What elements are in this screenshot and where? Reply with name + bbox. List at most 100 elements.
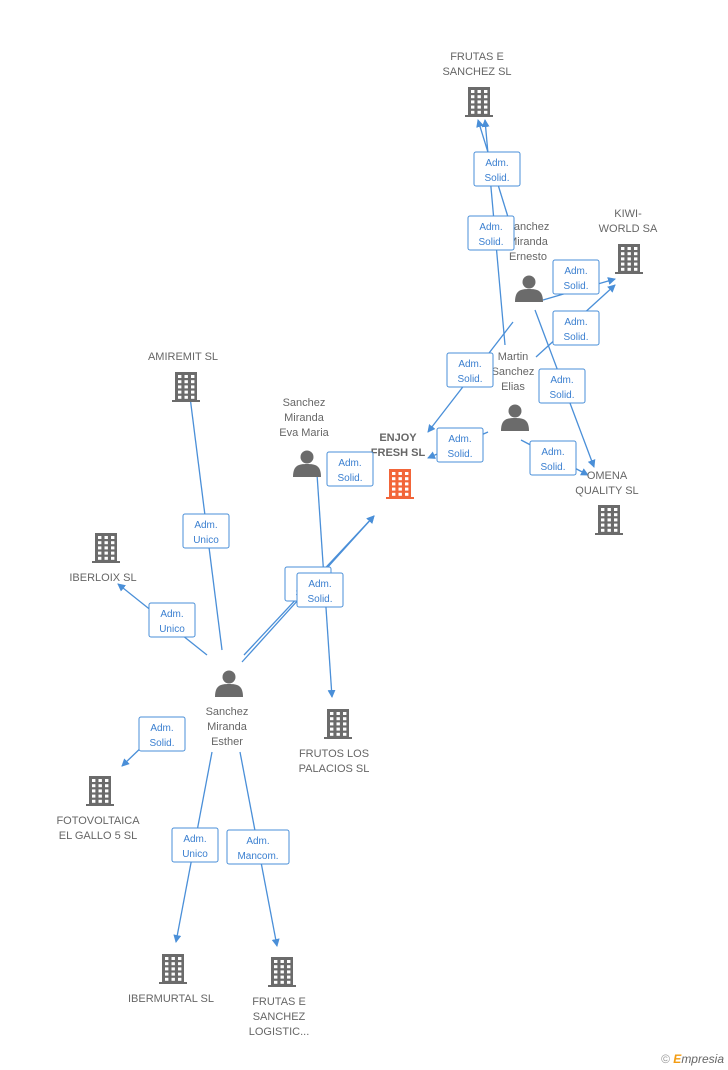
building-icon bbox=[268, 957, 296, 987]
role-label-text: Adm. bbox=[338, 458, 361, 469]
node-label: Sanchez bbox=[507, 221, 550, 233]
node-label: KIWI- bbox=[614, 208, 642, 220]
brand-footer: © Empresia bbox=[661, 1052, 724, 1066]
role-label-text: Adm. bbox=[308, 579, 331, 590]
role-label-text: Solid. bbox=[149, 738, 174, 749]
node-label: FRUTOS LOS bbox=[299, 748, 369, 760]
role-label-box[interactable]: Adm. Solid. bbox=[538, 368, 586, 404]
role-label-text: Solid. bbox=[307, 594, 332, 605]
node-label: Sanchez bbox=[206, 706, 249, 718]
node-label: SANCHEZ bbox=[253, 1011, 306, 1023]
node-label: OMENA bbox=[587, 470, 628, 482]
role-label-box[interactable]: Adm. Solid. bbox=[552, 259, 600, 295]
node-label: Miranda bbox=[284, 412, 325, 424]
role-label-box[interactable]: Adm. Solid. bbox=[446, 352, 494, 388]
role-label-text: Solid. bbox=[457, 374, 482, 385]
node-label: LOGISTIC... bbox=[249, 1026, 310, 1038]
person-icon bbox=[293, 450, 321, 477]
role-label-box[interactable]: Adm.Unico bbox=[148, 602, 196, 638]
copyright-symbol: © bbox=[661, 1052, 670, 1066]
person-icon bbox=[515, 275, 543, 302]
node-label: Ernesto bbox=[509, 251, 547, 263]
role-label-text: Solid. bbox=[337, 473, 362, 484]
role-label-box[interactable]: Adm.Solid. bbox=[552, 310, 600, 346]
brand-logo-letter: E bbox=[673, 1052, 682, 1066]
node-label: IBERLOIX SL bbox=[69, 572, 136, 584]
role-label-box[interactable]: Adm. Solid. bbox=[436, 427, 484, 463]
role-label-text: Adm. bbox=[150, 723, 173, 734]
role-label-text: Adm. bbox=[564, 266, 587, 277]
node-label: Martin bbox=[498, 351, 529, 363]
node-label: ENJOY bbox=[379, 432, 417, 444]
role-label-box[interactable]: Adm. Solid. bbox=[326, 451, 374, 487]
role-label-box[interactable]: Adm. Solid. bbox=[473, 151, 521, 187]
node-label: Elias bbox=[501, 381, 525, 393]
node-omena[interactable]: OMENA QUALITY SL bbox=[575, 470, 639, 535]
node-label: FRESH SL bbox=[371, 447, 426, 459]
role-label-box[interactable]: Adm. Solid. bbox=[467, 215, 515, 251]
role-label-text: Adm. bbox=[550, 375, 573, 386]
role-label-box[interactable]: Adm.Unico bbox=[182, 513, 230, 549]
role-label-text: Adm. bbox=[194, 520, 217, 531]
node-label: Sanchez bbox=[283, 397, 326, 409]
building-icon bbox=[159, 954, 187, 984]
building-icon bbox=[324, 709, 352, 739]
person-icon bbox=[501, 404, 529, 431]
role-label-text: Solid. bbox=[549, 390, 574, 401]
role-label-text: Unico bbox=[159, 624, 185, 635]
node-label: Miranda bbox=[207, 721, 248, 733]
building-icon bbox=[595, 505, 623, 535]
node-frutos[interactable]: FRUTOS LOS PALACIOS SL bbox=[299, 709, 370, 775]
node-label: PALACIOS SL bbox=[299, 763, 370, 775]
building-icon bbox=[86, 776, 114, 806]
role-label-text: Solid. bbox=[478, 237, 503, 248]
node-label: QUALITY SL bbox=[575, 485, 638, 497]
role-label-text: Adm. bbox=[485, 158, 508, 169]
role-label-box[interactable]: Adm.Solid. bbox=[529, 440, 577, 476]
node-label: IBERMURTAL SL bbox=[128, 993, 214, 1005]
role-label-text: Solid. bbox=[563, 281, 588, 292]
node-enjoy[interactable]: ENJOY FRESH SL bbox=[371, 432, 426, 499]
node-amiremit[interactable]: AMIREMIT SL bbox=[148, 351, 218, 402]
role-label-text: Mancom. bbox=[237, 851, 278, 862]
building-icon bbox=[172, 372, 200, 402]
role-label-text: Adm. bbox=[479, 222, 502, 233]
person-icon bbox=[215, 670, 243, 697]
role-label-box[interactable]: Adm.Unico bbox=[171, 827, 219, 863]
node-label: Miranda bbox=[508, 236, 549, 248]
role-label-text: Unico bbox=[182, 849, 208, 860]
node-label: WORLD SA bbox=[599, 223, 658, 235]
role-label-text: Adm. bbox=[448, 434, 471, 445]
node-frutas-logistic[interactable]: FRUTAS E SANCHEZ LOGISTIC... bbox=[249, 957, 310, 1038]
role-label-text: Solid. bbox=[484, 173, 509, 184]
brand-name: mpresia bbox=[681, 1052, 724, 1066]
role-label-box[interactable]: Adm. Solid. bbox=[138, 716, 186, 752]
node-label: SANCHEZ SL bbox=[442, 66, 511, 78]
node-frutas-sanchez[interactable]: FRUTAS E SANCHEZ SL bbox=[442, 51, 512, 117]
node-label: Sanchez bbox=[492, 366, 535, 378]
node-kiwi-world[interactable]: KIWI- WORLD SA bbox=[599, 208, 658, 274]
role-label-text: Solid. bbox=[447, 449, 472, 460]
role-label-box[interactable]: Adm.Mancom. bbox=[226, 829, 290, 865]
building-icon bbox=[465, 87, 493, 117]
node-iberloix[interactable]: IBERLOIX SL bbox=[69, 533, 137, 584]
node-label: FRUTAS E bbox=[450, 51, 504, 63]
role-label-text: Adm. bbox=[458, 359, 481, 370]
node-label: Esther bbox=[211, 736, 243, 748]
node-label: FRUTAS E bbox=[252, 996, 306, 1008]
node-label: AMIREMIT SL bbox=[148, 351, 218, 363]
node-ibermurtal[interactable]: IBERMURTAL SL bbox=[128, 954, 214, 1005]
role-label-text: Solid. bbox=[540, 462, 565, 473]
edge-labels-layer: Adm. Solid. Adm. Solid. Adm. Solid. Adm. Solid.… bbox=[138, 151, 600, 865]
role-label-box[interactable]: Adm. Solid. bbox=[296, 572, 344, 608]
role-label-text: Solid. bbox=[563, 332, 588, 343]
node-label: EL GALLO 5 SL bbox=[59, 830, 137, 842]
building-icon bbox=[92, 533, 120, 563]
